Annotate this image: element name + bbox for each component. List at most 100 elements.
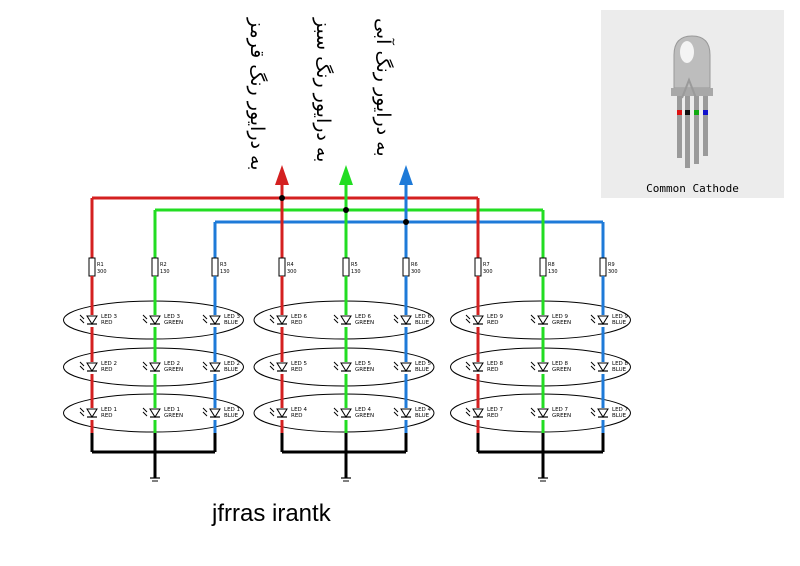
light-arrow: [79, 361, 85, 367]
led-row-ellipse: [253, 393, 435, 433]
led-diode: [276, 362, 288, 372]
led-diode: [86, 408, 98, 418]
led-color-label: RED: [487, 320, 499, 326]
light-arrow: [142, 365, 148, 371]
resistor-ref: R7: [483, 262, 490, 268]
light-arrow: [333, 361, 339, 367]
resistor: [599, 257, 607, 277]
led-diode: [597, 362, 609, 372]
led-label: LED 2: [224, 361, 240, 367]
light-arrow: [142, 411, 148, 417]
led-label: LED 7: [552, 407, 569, 413]
green-driver-label: به درایور رنگ سبز: [312, 18, 334, 163]
led-diode: [340, 408, 352, 418]
light-arrow: [269, 318, 275, 324]
light-arrow: [590, 365, 596, 371]
driver-arrows: [275, 165, 413, 225]
red-driver-arrowhead: [275, 165, 289, 185]
resistor-value: 130: [220, 269, 230, 275]
light-arrow: [465, 314, 471, 320]
light-arrow: [269, 411, 275, 417]
led-label: LED 8: [552, 361, 569, 367]
green-driver-arrowhead: [339, 165, 353, 185]
light-arrow: [333, 407, 339, 413]
led-label: LED 8: [612, 361, 629, 367]
led-label: LED 2: [164, 361, 180, 367]
light-arrow: [465, 361, 471, 367]
led-diode: [472, 315, 484, 325]
light-arrow: [142, 361, 148, 367]
led-diode: [86, 362, 98, 372]
led-diode: [340, 315, 352, 325]
blue-driver-arrowhead: [399, 165, 413, 185]
led-label: LED 7: [612, 407, 629, 413]
light-arrow: [142, 314, 148, 320]
resistor-ref: R3: [220, 262, 227, 268]
led-diode: [472, 408, 484, 418]
resistor: [278, 257, 286, 277]
resistor-value: 300: [287, 269, 297, 275]
resistor-value: 300: [608, 269, 618, 275]
inset-caption: Common Cathode: [646, 182, 739, 195]
light-arrow: [333, 318, 339, 324]
led-color-label: GREEN: [552, 413, 571, 419]
common-cathode-inset: Common Cathode: [601, 10, 784, 198]
led-label: LED 6: [291, 314, 308, 320]
red-driver-label: به درایور رنگ قرمز: [246, 18, 268, 171]
led-diode: [537, 362, 549, 372]
led-color-label: RED: [291, 367, 303, 373]
led-color-label: GREEN: [355, 413, 374, 419]
led-label: LED 5: [355, 361, 372, 367]
led-diode: [537, 315, 549, 325]
led-label: LED 8: [487, 361, 504, 367]
light-arrow: [530, 407, 536, 413]
light-arrow: [269, 407, 275, 413]
light-arrow: [465, 365, 471, 371]
light-arrow: [465, 407, 471, 413]
light-arrow: [465, 411, 471, 417]
resistor-value: 300: [411, 269, 421, 275]
led-color-label: GREEN: [164, 320, 183, 326]
led-diode: [149, 362, 161, 372]
led-label: LED 4: [355, 407, 372, 413]
resistor-value: 130: [548, 269, 558, 275]
led-row-ellipse: [253, 347, 435, 387]
led-diode: [86, 315, 98, 325]
resistor: [342, 257, 350, 277]
resistor-value: 300: [483, 269, 493, 275]
resistor: [474, 257, 482, 277]
led-diode: [472, 362, 484, 372]
light-arrow: [79, 407, 85, 413]
resistor: [88, 257, 96, 277]
light-arrow: [393, 318, 399, 324]
led-diode: [400, 315, 412, 325]
led-color-label: BLUE: [415, 320, 430, 326]
green-junction-dot: [343, 207, 349, 213]
led-label: LED 1: [164, 407, 180, 413]
light-arrow: [530, 318, 536, 324]
led-diode: [537, 408, 549, 418]
light-arrow: [590, 411, 596, 417]
light-arrow: [269, 361, 275, 367]
led-color-label: GREEN: [355, 367, 374, 373]
led-row-ellipse: [253, 300, 435, 340]
resistor: [211, 257, 219, 277]
led-color-label: RED: [101, 320, 113, 326]
led-diode: [209, 362, 221, 372]
led-label: LED 2: [101, 361, 117, 367]
led-diode: [597, 315, 609, 325]
led-color-label: GREEN: [552, 367, 571, 373]
blue-junction-dot: [403, 219, 409, 225]
led-color-label: BLUE: [415, 413, 430, 419]
led-label: LED 1: [101, 407, 117, 413]
red-junction-dot: [279, 195, 285, 201]
resistor-value: 130: [351, 269, 361, 275]
led-color-label: BLUE: [612, 413, 627, 419]
led-diode: [209, 315, 221, 325]
light-arrow: [465, 318, 471, 324]
led-label: LED 6: [415, 314, 432, 320]
led-diode: [400, 408, 412, 418]
rgb-led-icon: [671, 35, 713, 168]
